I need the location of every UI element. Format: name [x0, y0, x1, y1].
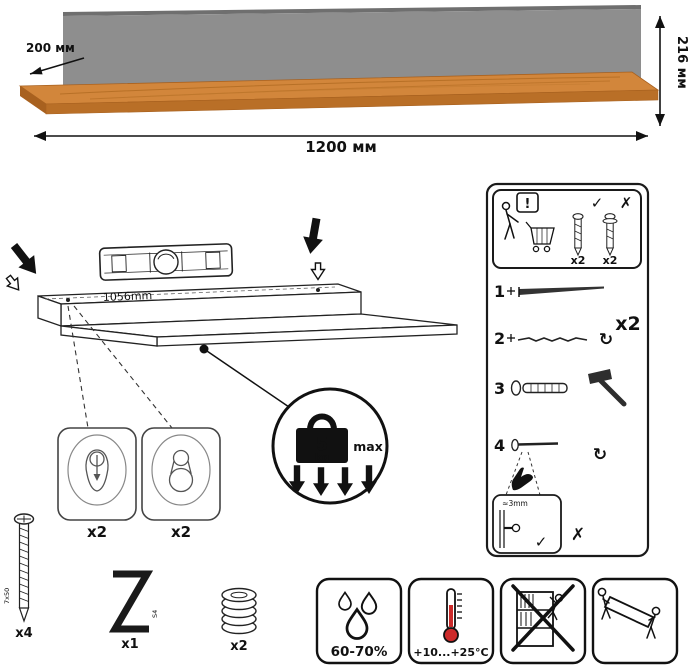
warning-box: ! ✓ ✗: [492, 189, 642, 269]
product-illustration: [18, 5, 660, 115]
back-panel: [63, 5, 641, 16]
screw-b-icon: [602, 213, 618, 257]
cart-icon: [525, 221, 555, 253]
weight-handle: [307, 413, 337, 431]
no-climb-icon: [511, 584, 575, 652]
keyhole-qty-1: x2: [87, 523, 107, 541]
person-icon: [501, 201, 519, 240]
key-qty: x1: [121, 637, 138, 652]
keyhole-leader-1: [67, 305, 89, 429]
exclamation-box: [516, 192, 539, 213]
keyhole-icon: [168, 449, 194, 493]
check-icon: ✓: [591, 194, 604, 212]
screw-a-qty: x2: [571, 254, 586, 267]
cross-icon: ✗: [620, 194, 633, 212]
screw-b-qty: x2: [603, 254, 618, 267]
step-2-number: 2: [494, 329, 505, 348]
callout-leader: [203, 348, 290, 408]
spirit-level-icon: [98, 243, 234, 281]
weight-limit-badge: 5 kg max: [271, 387, 389, 505]
humidity-label: 60-70%: [331, 644, 388, 660]
key-size-label: S4: [151, 610, 159, 618]
wall-section-icon: [499, 510, 521, 548]
washer-stack-icon: [221, 587, 257, 635]
step-3: 3: [494, 369, 627, 407]
mount-point-left: [66, 298, 70, 302]
mounting-arrow-right-icon: [300, 216, 327, 281]
step-4: 4 ↻: [494, 436, 607, 496]
gap-label: ≈3mm: [502, 499, 528, 508]
instruction-panel: ! ✓ ✗: [485, 182, 650, 558]
height-label: 216 мм: [674, 36, 689, 89]
back-panel-face: [63, 9, 641, 94]
keyhole-qty-2: x2: [171, 523, 191, 541]
rotate-icon: ↻: [599, 330, 613, 350]
allen-key-icon: [108, 570, 154, 633]
mounting-arrow-left-icon: [2, 239, 45, 295]
carry-box: [591, 577, 679, 665]
weight-unit: kg: [315, 452, 330, 464]
hand-press-icon: [511, 467, 533, 491]
depth-label: 200 мм: [26, 41, 75, 55]
max-label: max: [353, 439, 383, 454]
temperature-box: +10...+25°C: [407, 577, 495, 665]
step-4-number: 4: [494, 436, 505, 455]
keyhole-detail-box-1: x2: [57, 427, 137, 541]
step-1-number: 1: [494, 282, 505, 301]
depth-detail-box: ≈3mm ✓: [492, 494, 562, 554]
no-climb-box: [499, 577, 587, 665]
shelf-board-left: [20, 86, 46, 114]
width-label: 1200 мм: [305, 138, 377, 156]
awl-icon: [518, 286, 604, 297]
depth-cross-icon: ✗: [571, 525, 585, 545]
mount-span-label: 1056mm: [103, 289, 153, 304]
wood-grain: [59, 76, 621, 95]
dimension-height: 216 мм: [655, 16, 689, 126]
step-3-number: 3: [494, 379, 505, 398]
mount-screw-icon: [511, 438, 559, 452]
screw-qty: x4: [15, 626, 32, 641]
keyhole-leader-2: [73, 305, 173, 429]
dimension-width: 1200 мм: [34, 131, 648, 156]
washer-qty: x2: [230, 639, 247, 654]
mount-point-right: [316, 288, 320, 292]
hardware-screw-icon: [13, 513, 35, 623]
exclamation-mark: !: [525, 197, 531, 212]
step-2: 2 ↻: [494, 329, 613, 350]
rotate-icon: ↻: [593, 445, 607, 465]
hammer-icon: [588, 369, 627, 407]
keyhole-detail-box-2: x2: [141, 427, 221, 541]
depth-check-icon: ✓: [535, 533, 548, 551]
two-person-carry-icon: [597, 587, 661, 639]
wall-plug-icon: [510, 380, 568, 396]
temperature-label: +10...+25°C: [413, 646, 488, 659]
weight-value: 5: [316, 434, 329, 455]
screw-size-label: 7x50: [3, 588, 11, 604]
step-1: 1: [494, 282, 604, 301]
panel-qty: x2: [615, 313, 640, 335]
shelf-line-drawing: [37, 283, 458, 347]
drill-bit-icon: [517, 337, 588, 342]
thermometer-icon: [443, 588, 462, 643]
screw-a-icon: [572, 213, 584, 257]
humidity-box: 60-70%: [315, 577, 403, 665]
dimension-depth: 200 мм: [26, 41, 85, 75]
keyhole-fitting-icon: [85, 449, 109, 492]
wood-grain: [149, 83, 591, 97]
weight-icon: [296, 428, 348, 463]
